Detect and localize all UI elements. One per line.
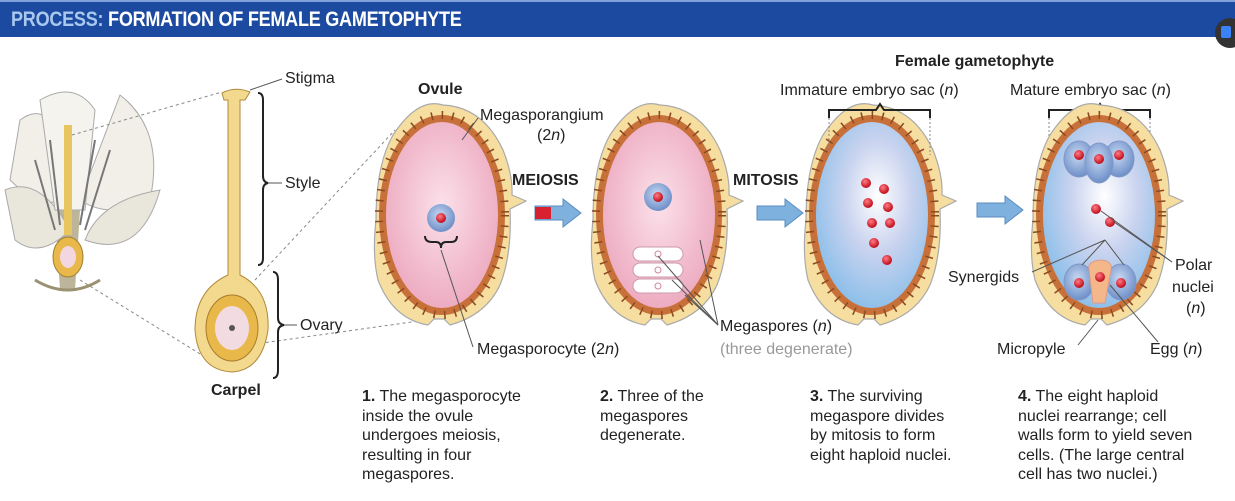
mitosis-arrow bbox=[756, 198, 804, 228]
title-prefix: PROCESS: bbox=[11, 8, 104, 31]
mitosis-label: MITOSIS bbox=[733, 172, 799, 189]
ovule-stage-4 bbox=[1031, 104, 1183, 325]
carpel-label: Carpel bbox=[211, 382, 261, 399]
mature-embryo-sac-label: Mature embryo sac (n) bbox=[1010, 82, 1171, 99]
ovule-stage-3 bbox=[804, 104, 956, 325]
megasporangium-ploidy: (2n) bbox=[537, 127, 566, 144]
title-text: FORMATION OF FEMALE GAMETOPHYTE bbox=[108, 8, 462, 31]
megasporangium-label: Megasporangium bbox=[480, 107, 604, 124]
polar-nuclei-label-1: Polar bbox=[1175, 257, 1213, 274]
step-3-caption: 3. The surviving megaspore divides by mi… bbox=[810, 388, 952, 464]
polar-nuclei-label-2: nuclei bbox=[1172, 279, 1214, 296]
step-1-caption: 1. The megasporocyte inside the ovule un… bbox=[362, 388, 521, 483]
megaspores-label: Megaspores (n) bbox=[720, 318, 833, 335]
ovule-stage-2 bbox=[591, 104, 743, 325]
ovule-label: Ovule bbox=[418, 81, 463, 98]
meiosis-label: MEIOSIS bbox=[512, 172, 579, 189]
immature-embryo-sac-label: Immature embryo sac (n) bbox=[780, 82, 959, 99]
stigma-label: Stigma bbox=[285, 70, 335, 87]
synergids-label: Synergids bbox=[948, 269, 1020, 286]
step-4-caption: 4. The eight haploid nuclei rearrange; c… bbox=[1018, 388, 1193, 483]
carpel-illustration bbox=[194, 88, 269, 373]
megasporocyte-label: Megasporocyte (2n) bbox=[477, 341, 620, 358]
egg-label: Egg (n) bbox=[1150, 341, 1203, 358]
ovary-label: Ovary bbox=[300, 317, 343, 334]
step-2-caption: 2. Three of the megaspores degenerate. bbox=[600, 388, 704, 444]
style-label: Style bbox=[285, 175, 321, 192]
ovule-stage-1 bbox=[374, 104, 526, 325]
meiosis-arrow bbox=[534, 198, 582, 228]
maturation-arrow bbox=[976, 195, 1024, 225]
polar-nuclei-ploidy: (n) bbox=[1186, 300, 1206, 317]
flower-illustration bbox=[4, 91, 161, 292]
overlay-widget-icon[interactable] bbox=[1215, 18, 1235, 48]
page-title: PROCESS: FORMATION OF FEMALE GAMETOPHYTE bbox=[11, 8, 462, 32]
female-gametophyte-label: Female gametophyte bbox=[895, 53, 1055, 70]
micropyle-label: Micropyle bbox=[997, 341, 1066, 358]
header-bar: PROCESS: FORMATION OF FEMALE GAMETOPHYTE bbox=[0, 0, 1235, 37]
degenerate-label: (three degenerate) bbox=[720, 341, 853, 358]
